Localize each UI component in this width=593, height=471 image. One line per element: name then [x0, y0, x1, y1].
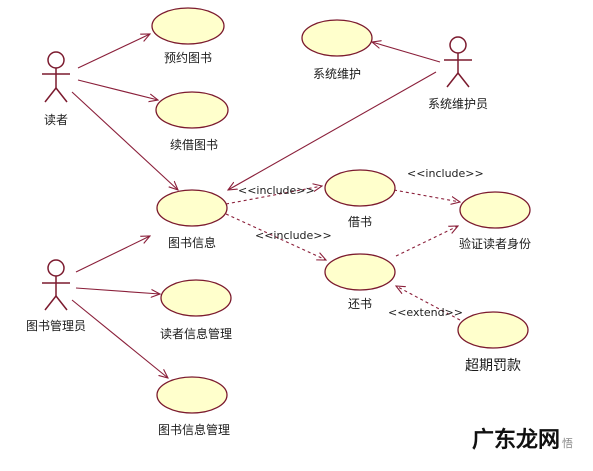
assoc-librarian-bookinfo	[75, 236, 150, 273]
actor-reader-label: 读者	[44, 113, 68, 127]
assoc-librarian-bookmgmt	[71, 299, 168, 378]
watermark: 广东龙网 悟	[472, 427, 573, 453]
usecase-return-label: 还书	[348, 297, 372, 311]
usecase-book-mgmt: 图书信息管理	[156, 376, 230, 437]
usecase-bookinfo: 图书信息	[156, 189, 228, 250]
extend-overdue-return	[396, 286, 461, 321]
actor-sysadmin: 系统维护员	[428, 36, 488, 111]
include-return-verify	[395, 226, 458, 257]
usecase-reader-mgmt-label: 读者信息管理	[160, 326, 232, 341]
include-bookinfo-borrow	[225, 186, 322, 205]
usecase-overdue: 超期罚款	[457, 311, 529, 374]
usecase-renew: 续借图书	[155, 91, 229, 152]
usecase-reserve-label: 预约图书	[164, 50, 212, 65]
actor-librarian-label: 图书管理员	[26, 318, 86, 333]
assoc-reader-bookinfo	[71, 91, 178, 190]
usecase-book-mgmt-label: 图书信息管理	[158, 422, 230, 437]
usecase-renew-label: 续借图书	[170, 138, 218, 152]
usecase-borrow-label: 借书	[348, 215, 372, 229]
assoc-reader-reserve	[77, 34, 150, 69]
assoc-sysadmin-bookinfo	[228, 71, 437, 190]
assoc-librarian-readermgmt	[75, 287, 160, 294]
actor-reader: 读者	[42, 51, 70, 127]
extend-label: <<extend>>	[388, 306, 463, 319]
actor-librarian: 图书管理员	[26, 259, 86, 333]
include-label-1: <<include>>	[238, 184, 315, 197]
assoc-sysadmin-sysmaint	[372, 42, 441, 63]
usecase-sysmaint: 系统维护	[301, 19, 373, 81]
include-bookinfo-return	[225, 213, 326, 260]
include-label-2: <<include>>	[255, 229, 332, 242]
usecase-borrow: 借书	[324, 169, 396, 229]
usecase-reserve: 预约图书	[151, 7, 225, 65]
include-label-3: <<include>>	[407, 167, 484, 180]
usecase-bookinfo-label: 图书信息	[168, 235, 216, 250]
usecase-verify: 验证读者身份	[459, 191, 531, 251]
watermark-text: 广东龙网	[472, 427, 560, 453]
usecase-overdue-label: 超期罚款	[465, 358, 521, 374]
usecase-sysmaint-label: 系统维护	[313, 67, 361, 81]
usecase-reader-mgmt: 读者信息管理	[160, 279, 232, 341]
include-borrow-verify	[393, 189, 460, 202]
usecase-return: 还书	[324, 253, 396, 311]
usecase-verify-label: 验证读者身份	[459, 236, 531, 251]
watermark-suffix: 悟	[562, 436, 573, 450]
actor-sysadmin-label: 系统维护员	[428, 97, 488, 111]
assoc-reader-renew	[77, 79, 158, 100]
